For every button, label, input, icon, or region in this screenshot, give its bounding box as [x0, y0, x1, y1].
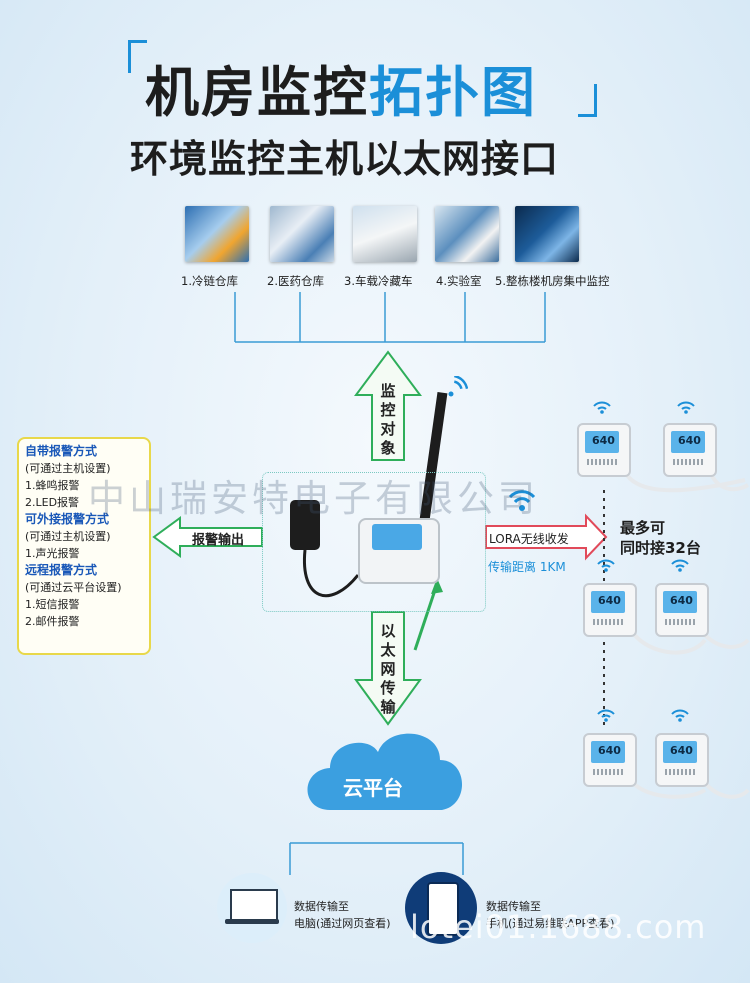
sensor-wifi-icon: [597, 709, 615, 722]
target-label-1: 1.冷链仓库: [181, 274, 238, 288]
alarm-led: 2.LED报警: [25, 496, 80, 509]
alarm-builtin-heading: 自带报警方式: [25, 444, 98, 458]
alarm-builtin-note: (可通过主机设置): [25, 462, 111, 475]
sensor-reading: 640: [598, 594, 621, 607]
sensor-reading: 640: [592, 434, 615, 447]
ethernet-transmission-label: 以太网传输: [380, 622, 396, 716]
phone-output-text: 数据传输至手机(通过易维联APP查看): [486, 900, 615, 930]
wireless-sensor: [577, 423, 631, 477]
alarm-remote-note: (可通过云平台设置): [25, 581, 122, 594]
sensor-reading: 640: [598, 744, 621, 757]
wifi-icon: [448, 376, 468, 397]
alarm-external-note: (可通过主机设置): [25, 530, 111, 543]
lora-label: LORA无线收发: [489, 532, 569, 546]
alarm-remote-heading: 远程报警方式: [25, 563, 98, 577]
target-label-3: 3.车载冷藏车: [344, 274, 413, 288]
wireless-sensor: [583, 583, 637, 637]
host-region: [262, 472, 486, 612]
alarm-sound-light: 1.声光报警: [25, 547, 80, 560]
target-label-5: 5.整栋楼机房集中监控: [495, 274, 610, 288]
wireless-sensor: [655, 583, 709, 637]
pharma-warehouse-photo: [270, 206, 334, 262]
lora-distance: 传输距离 1KM: [488, 560, 566, 574]
laboratory-photo: [435, 206, 499, 262]
sensor-wifi-icon: [671, 559, 689, 572]
sensor-reading: 640: [678, 434, 701, 447]
alarm-sms: 1.短信报警: [25, 598, 80, 611]
lora-wifi-icon: [508, 490, 536, 511]
sensor-reading: 640: [670, 744, 693, 757]
sensor-wifi-icon: [593, 401, 611, 414]
sensor-wifi-icon: [671, 709, 689, 722]
title-bracket-right: [578, 84, 597, 117]
alarm-output-label: 报警输出: [192, 533, 245, 548]
laptop-icon: [217, 873, 287, 943]
target-label-4: 4.实验室: [436, 274, 482, 288]
alarm-methods-panel: 自带报警方式 (可通过主机设置) 1.蜂鸣报警 2.LED报警 可外接报警方式 …: [17, 437, 151, 655]
target-label-2: 2.医药仓库: [267, 274, 324, 288]
wireless-sensor: [663, 423, 717, 477]
sensor-wifi-icon: [677, 401, 695, 414]
server-room-photo: [515, 206, 579, 262]
alarm-buzzer: 1.蜂鸣报警: [25, 479, 80, 492]
sensor-capacity-note: 最多可同时接32台: [620, 519, 701, 557]
alarm-email: 2.邮件报警: [25, 615, 80, 628]
title-bracket-left: [128, 40, 147, 73]
site-watermark: lotei01.1688.com: [410, 908, 707, 946]
wireless-sensor: [655, 733, 709, 787]
sensor-reading: 640: [670, 594, 693, 607]
power-adapter-icon: [290, 500, 320, 550]
monitor-objects-label: 监控对象: [380, 382, 396, 457]
pc-output-text: 数据传输至电脑(通过网页查看): [294, 900, 391, 930]
alarm-external-heading: 可外接报警方式: [25, 512, 110, 526]
company-watermark: 中山瑞安特电子有限公司: [88, 477, 539, 520]
wireless-sensor: [583, 733, 637, 787]
phone-icon: [405, 872, 477, 944]
page-subtitle: 环境监控主机以太网接口: [130, 137, 560, 181]
cloud-platform-label: 云平台: [343, 776, 403, 800]
cold-storage-photo: [185, 206, 249, 262]
host-screen: [372, 524, 422, 550]
refrigerated-truck-photo: [353, 206, 417, 262]
page-title: 机房监控拓扑图: [145, 61, 537, 124]
sensor-wifi-icon: [597, 559, 615, 572]
